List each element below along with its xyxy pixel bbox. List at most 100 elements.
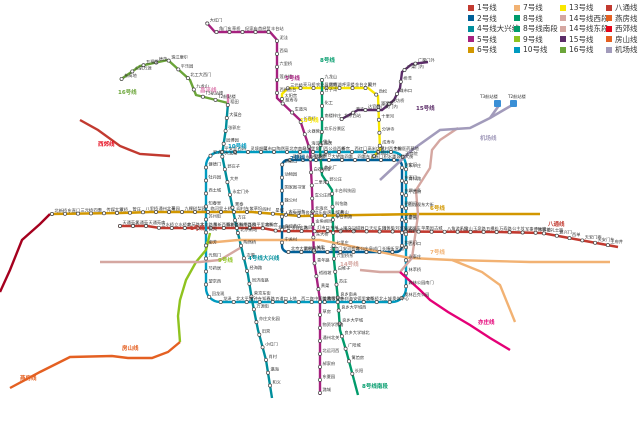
- station-dot[interactable]: [404, 193, 408, 198]
- station-dot[interactable]: [520, 230, 525, 235]
- station-dot[interactable]: [350, 371, 355, 376]
- station-dot[interactable]: [318, 338, 322, 343]
- station-dot[interactable]: [400, 154, 405, 159]
- station-dot[interactable]: [166, 58, 171, 63]
- station-dot[interactable]: [376, 117, 381, 122]
- station-dot[interactable]: [338, 229, 343, 234]
- station-dot[interactable]: [154, 60, 159, 65]
- station-dot[interactable]: [200, 94, 205, 99]
- station-dot[interactable]: [280, 101, 285, 106]
- station-dot[interactable]: [318, 390, 322, 395]
- station-dot[interactable]: [399, 296, 404, 301]
- station-dot[interactable]: [311, 248, 316, 253]
- station-dot[interactable]: [351, 229, 356, 234]
- station-dot[interactable]: [330, 217, 335, 222]
- station-dot[interactable]: [327, 158, 331, 162]
- station-dot[interactable]: [390, 250, 395, 254]
- station-dot[interactable]: [309, 183, 314, 188]
- station-dot[interactable]: [220, 150, 224, 154]
- station-dot[interactable]: [195, 226, 200, 230]
- station-dot[interactable]: [233, 218, 238, 223]
- station-dot[interactable]: [402, 68, 407, 72]
- station-dot[interactable]: [290, 110, 295, 115]
- station-dot[interactable]: [337, 321, 342, 326]
- station-dot[interactable]: [404, 232, 408, 237]
- station-dot[interactable]: [280, 240, 284, 245]
- station-dot[interactable]: [392, 158, 396, 162]
- station-dot[interactable]: [429, 229, 434, 234]
- station-dot[interactable]: [204, 282, 208, 287]
- station-dot[interactable]: [233, 150, 237, 154]
- station-dot[interactable]: [351, 250, 356, 254]
- station-dot[interactable]: [306, 144, 311, 149]
- station-dot[interactable]: [225, 103, 230, 107]
- station-dot[interactable]: [268, 383, 272, 388]
- station-dot[interactable]: [350, 86, 355, 90]
- station-dot[interactable]: [275, 64, 279, 69]
- station-dot[interactable]: [400, 230, 404, 235]
- station-dot[interactable]: [311, 86, 316, 90]
- station-dot[interactable]: [351, 110, 356, 115]
- station-dot[interactable]: [204, 217, 208, 222]
- station-dot[interactable]: [374, 92, 379, 97]
- station-dot[interactable]: [76, 211, 80, 216]
- station-dot[interactable]: [318, 312, 322, 317]
- station-dot[interactable]: [400, 204, 404, 209]
- station-dot[interactable]: [219, 210, 223, 214]
- station-dot[interactable]: [280, 227, 284, 232]
- station-dot[interactable]: [260, 345, 265, 350]
- station-dot[interactable]: [176, 67, 181, 72]
- station-dot[interactable]: [364, 250, 369, 254]
- station-dot[interactable]: [221, 226, 226, 230]
- station-dot[interactable]: [333, 269, 338, 274]
- station-dot[interactable]: [330, 191, 335, 196]
- station-dot[interactable]: [371, 154, 376, 159]
- station-dot[interactable]: [302, 132, 307, 137]
- station-dot[interactable]: [335, 295, 340, 300]
- station-dot[interactable]: [314, 274, 319, 279]
- station-dot[interactable]: [320, 91, 324, 95]
- station-dot[interactable]: [270, 300, 275, 304]
- station-dot[interactable]: [468, 229, 473, 234]
- station-dot[interactable]: [339, 117, 344, 121]
- station-dot[interactable]: [131, 224, 135, 228]
- station-dot[interactable]: [404, 219, 408, 224]
- station-dot[interactable]: [314, 158, 318, 162]
- station-dot[interactable]: [204, 191, 208, 196]
- station-dot[interactable]: [400, 165, 404, 170]
- station-dot[interactable]: [605, 243, 610, 248]
- station-dot[interactable]: [361, 300, 366, 304]
- station-dot[interactable]: [266, 370, 270, 375]
- station-dot[interactable]: [235, 231, 240, 235]
- station-dot[interactable]: [89, 211, 93, 216]
- station-dot[interactable]: [299, 229, 304, 234]
- station-dot[interactable]: [311, 235, 316, 240]
- station-dot[interactable]: [119, 76, 124, 81]
- station-dot[interactable]: [320, 117, 324, 121]
- station-dot[interactable]: [340, 158, 344, 162]
- station-dot[interactable]: [299, 250, 304, 254]
- station-dot[interactable]: [494, 230, 499, 234]
- station-dot[interactable]: [363, 86, 368, 90]
- station-dot[interactable]: [309, 300, 314, 304]
- station-dot[interactable]: [330, 204, 335, 209]
- station-dot[interactable]: [245, 210, 249, 214]
- station-dot[interactable]: [273, 228, 278, 233]
- station-dot[interactable]: [247, 226, 252, 230]
- station-dot[interactable]: [156, 225, 161, 230]
- station-dot[interactable]: [309, 213, 314, 218]
- station-dot[interactable]: [389, 150, 393, 154]
- station-dot[interactable]: [232, 210, 236, 214]
- station-dot[interactable]: [337, 86, 342, 90]
- station-dot[interactable]: [280, 175, 284, 180]
- station-dot[interactable]: [260, 226, 265, 231]
- station-dot[interactable]: [185, 76, 190, 81]
- station-dot[interactable]: [318, 351, 322, 356]
- station-dot[interactable]: [416, 229, 421, 234]
- station-dot[interactable]: [320, 78, 324, 82]
- station-dot[interactable]: [404, 271, 408, 276]
- station-dot[interactable]: [259, 150, 263, 154]
- station-dot[interactable]: [275, 77, 279, 82]
- station-dot[interactable]: [222, 167, 227, 172]
- station-dot[interactable]: [413, 61, 418, 66]
